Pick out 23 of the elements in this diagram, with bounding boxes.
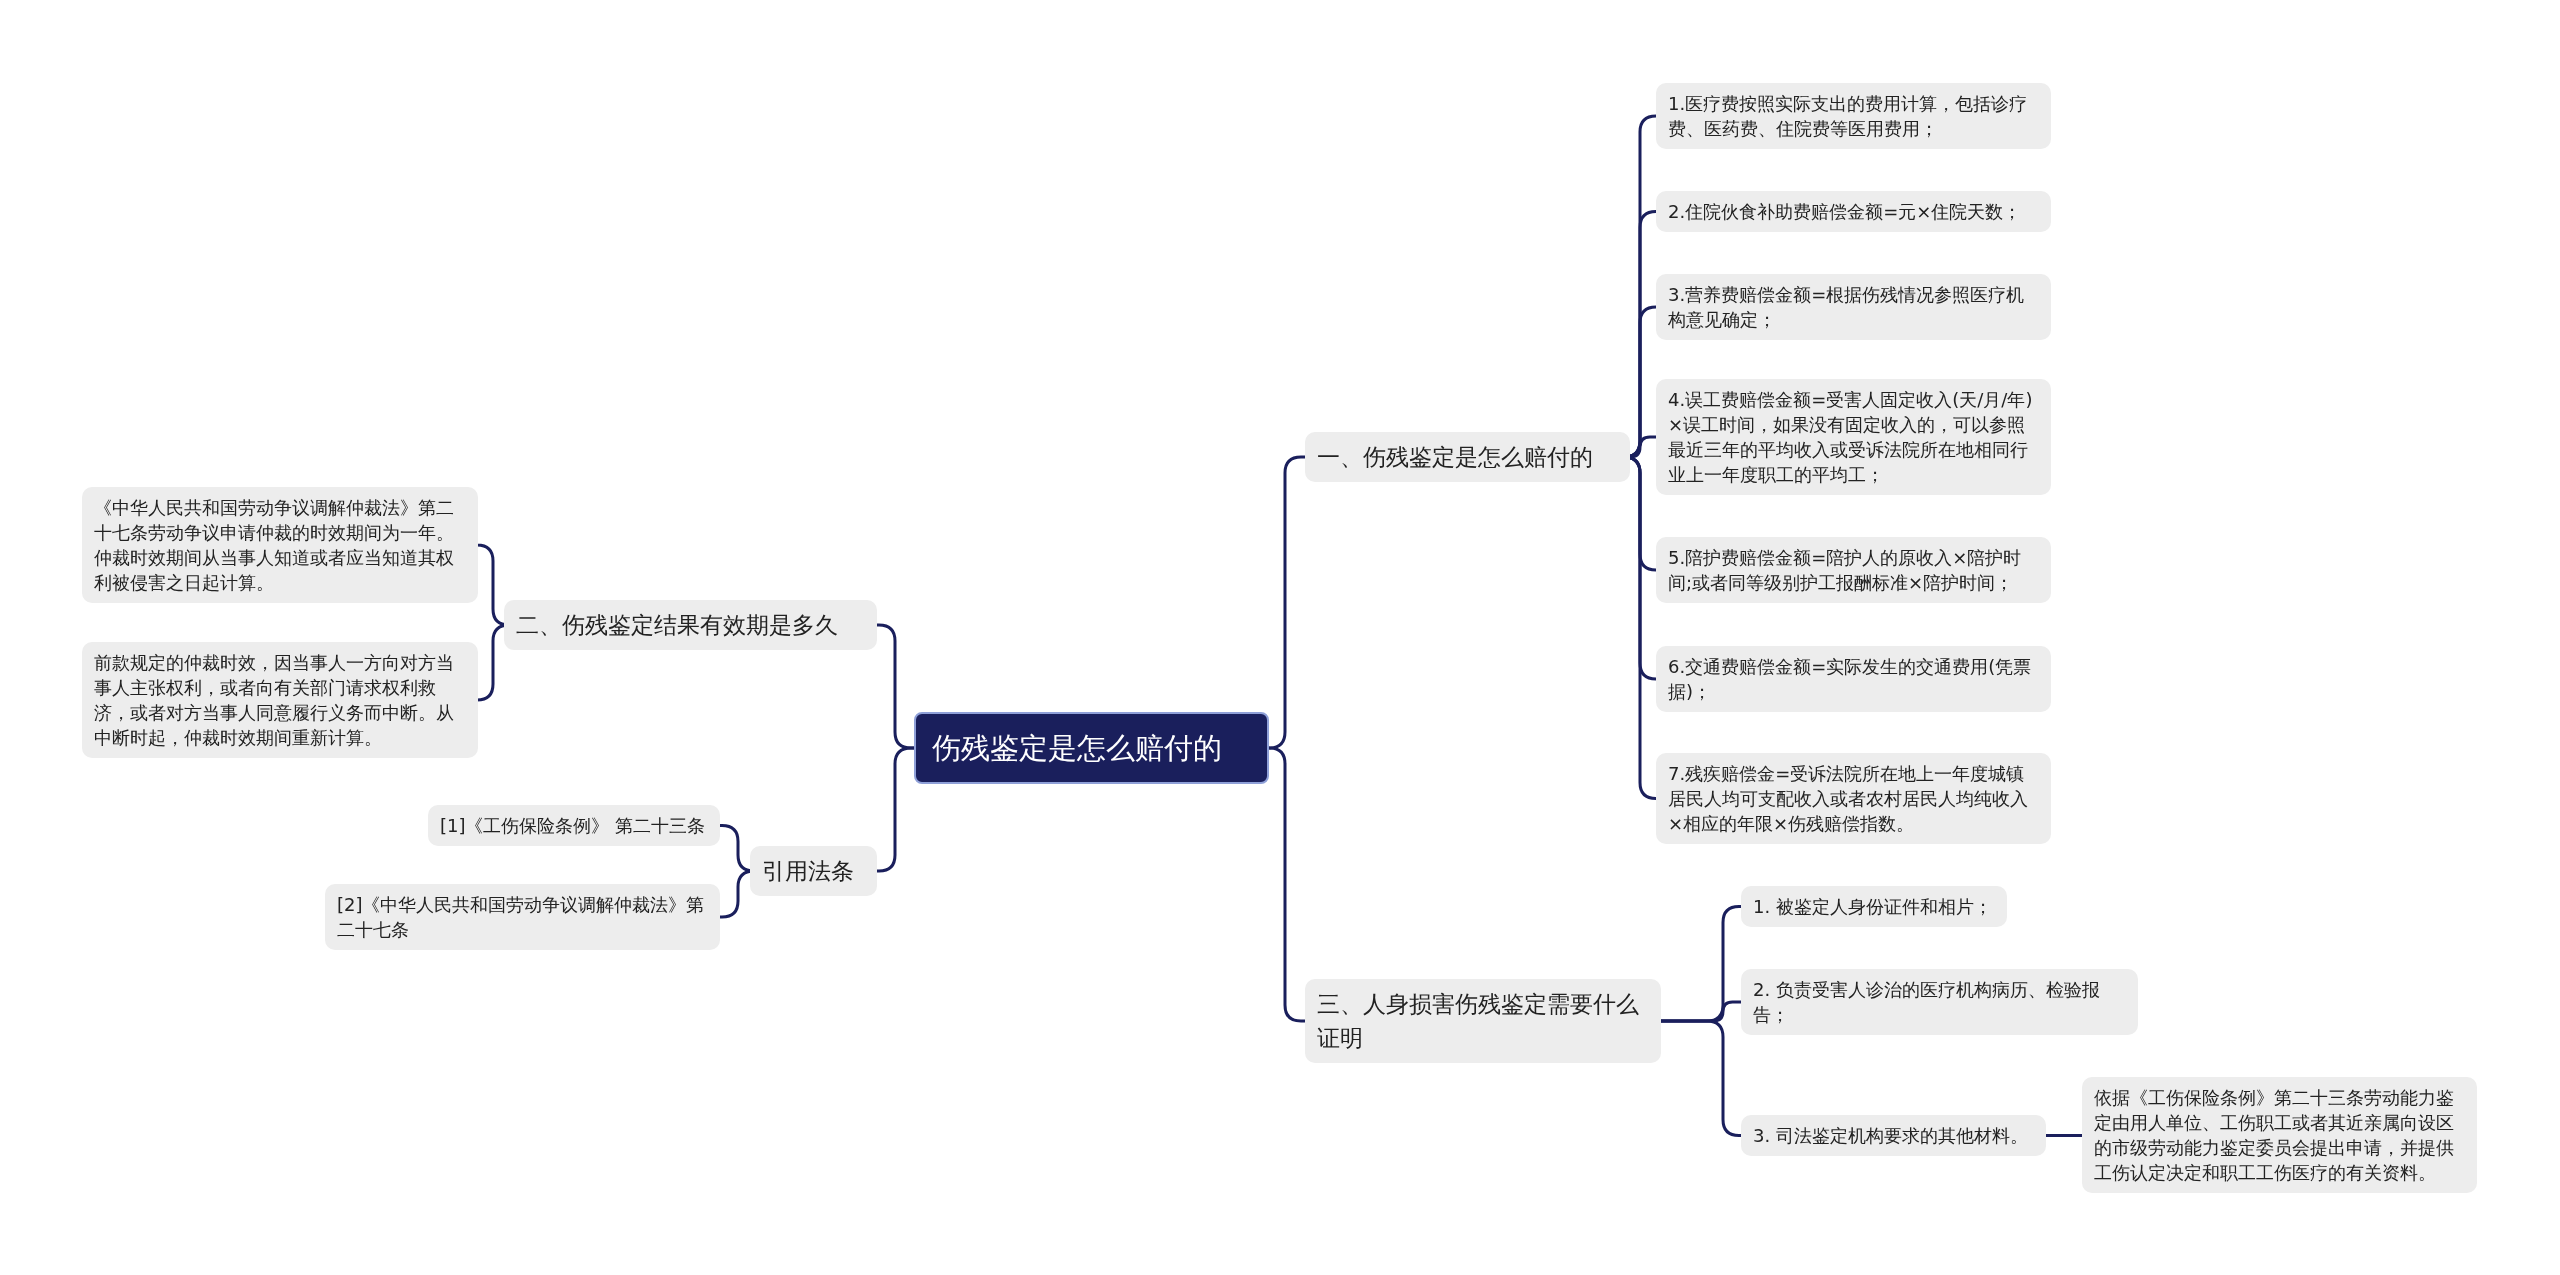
note-box: 2.住院伙食补助费赔偿金额=元×住院天数；: [1656, 191, 2051, 232]
note-box: 3. 司法鉴定机构要求的其他材料。: [1741, 1115, 2046, 1156]
topic-box: 二、伤残鉴定结果有效期是多久: [504, 600, 877, 650]
note-box: 前款规定的仲裁时效，因当事人一方向对方当事人主张权利，或者向有关部门请求权利救济，或者对方当事人同意履行义务而中断。从中断时起，仲裁时效期间重新计算。: [82, 642, 478, 758]
note-box: 2. 负责受害人诊治的医疗机构病历、检验报告；: [1741, 969, 2138, 1035]
topic-box: 一、伤残鉴定是怎么赔付的: [1305, 432, 1630, 482]
note-box: 3.营养费赔偿金额=根据伤残情况参照医疗机构意见确定；: [1656, 274, 2051, 340]
topic-box: 三、人身损害伤残鉴定需要什么证明: [1305, 979, 1661, 1063]
note-box: 《中华人民共和国劳动争议调解仲裁法》第二十七条劳动争议申请仲裁的时效期间为一年。仲裁时效期间从当事人知道或者应当知道其权利被侵害之日起计算。: [82, 487, 478, 603]
topic-box: 引用法条: [750, 846, 877, 896]
central-topic-box: 伤残鉴定是怎么赔付的: [914, 712, 1269, 784]
note-box: [1]《工伤保险条例》 第二十三条: [428, 805, 720, 846]
connector-line: [1267, 746, 1305, 1023]
connector-line: [1267, 455, 1305, 750]
note-box: 1.医疗费按照实际支出的费用计算，包括诊疗费、医药费、住院费等医用费用；: [1656, 83, 2051, 149]
note-box: 1. 被鉴定人身份证件和相片；: [1741, 886, 2007, 927]
note-box: 5.陪护费赔偿金额=陪护人的原收入×陪护时间;或者同等级别护工报酬标准×陪护时间；: [1656, 537, 2051, 603]
note-box: 6.交通费赔偿金额=实际发生的交通费用(凭票据)；: [1656, 646, 2051, 712]
note-box: 4.误工费赔偿金额=受害人固定收入(天/月/年)×误工时间，如果没有固定收入的，可以参照最近三年的平均收入或受诉法院所在地相同行业上一年度职工的平均工；: [1656, 379, 2051, 495]
note-box: 7.残疾赔偿金=受诉法院所在地上一年度城镇居民人均可支配收入或者农村居民人均纯收入×相应的年限×伤残赔偿指数。: [1656, 753, 2051, 844]
note-box: [2]《中华人民共和国劳动争议调解仲裁法》第二十七条: [325, 884, 720, 950]
connector-line: [2046, 1134, 2082, 1137]
note-box: 依据《工伤保险条例》第二十三条劳动能力鉴定由用人单位、工伤职工或者其近亲属向设区的市级劳动能力鉴定委员会提出申请，并提供工伤认定决定和职工工伤医疗的有关资料。: [2082, 1077, 2477, 1193]
